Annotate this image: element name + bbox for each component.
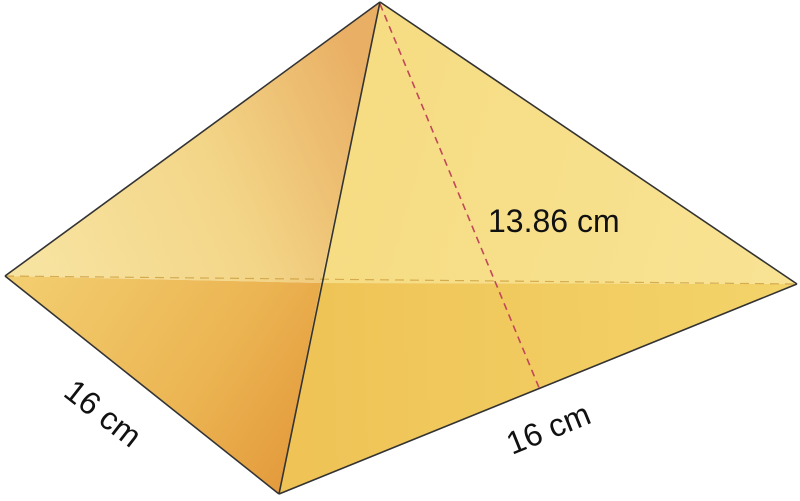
edge-apex-front	[278, 1, 381, 495]
hidden-base-line	[4, 275, 798, 285]
edge-base-left	[4, 275, 280, 495]
edge-base-right	[278, 283, 798, 495]
back-right-face	[321, 2, 797, 284]
left-upper-face	[5, 2, 380, 283]
slant-height-line	[379, 3, 541, 391]
pyramid-edges	[4, 1, 798, 495]
edge-apex-left	[4, 1, 381, 277]
slant-height-label: 13.86 cm	[488, 203, 620, 239]
edge-apex-right	[379, 1, 798, 285]
front-left-face	[5, 276, 321, 494]
base-right-edge-label: 16 cm	[501, 395, 595, 461]
base-left-edge-label: 16 cm	[58, 372, 149, 454]
